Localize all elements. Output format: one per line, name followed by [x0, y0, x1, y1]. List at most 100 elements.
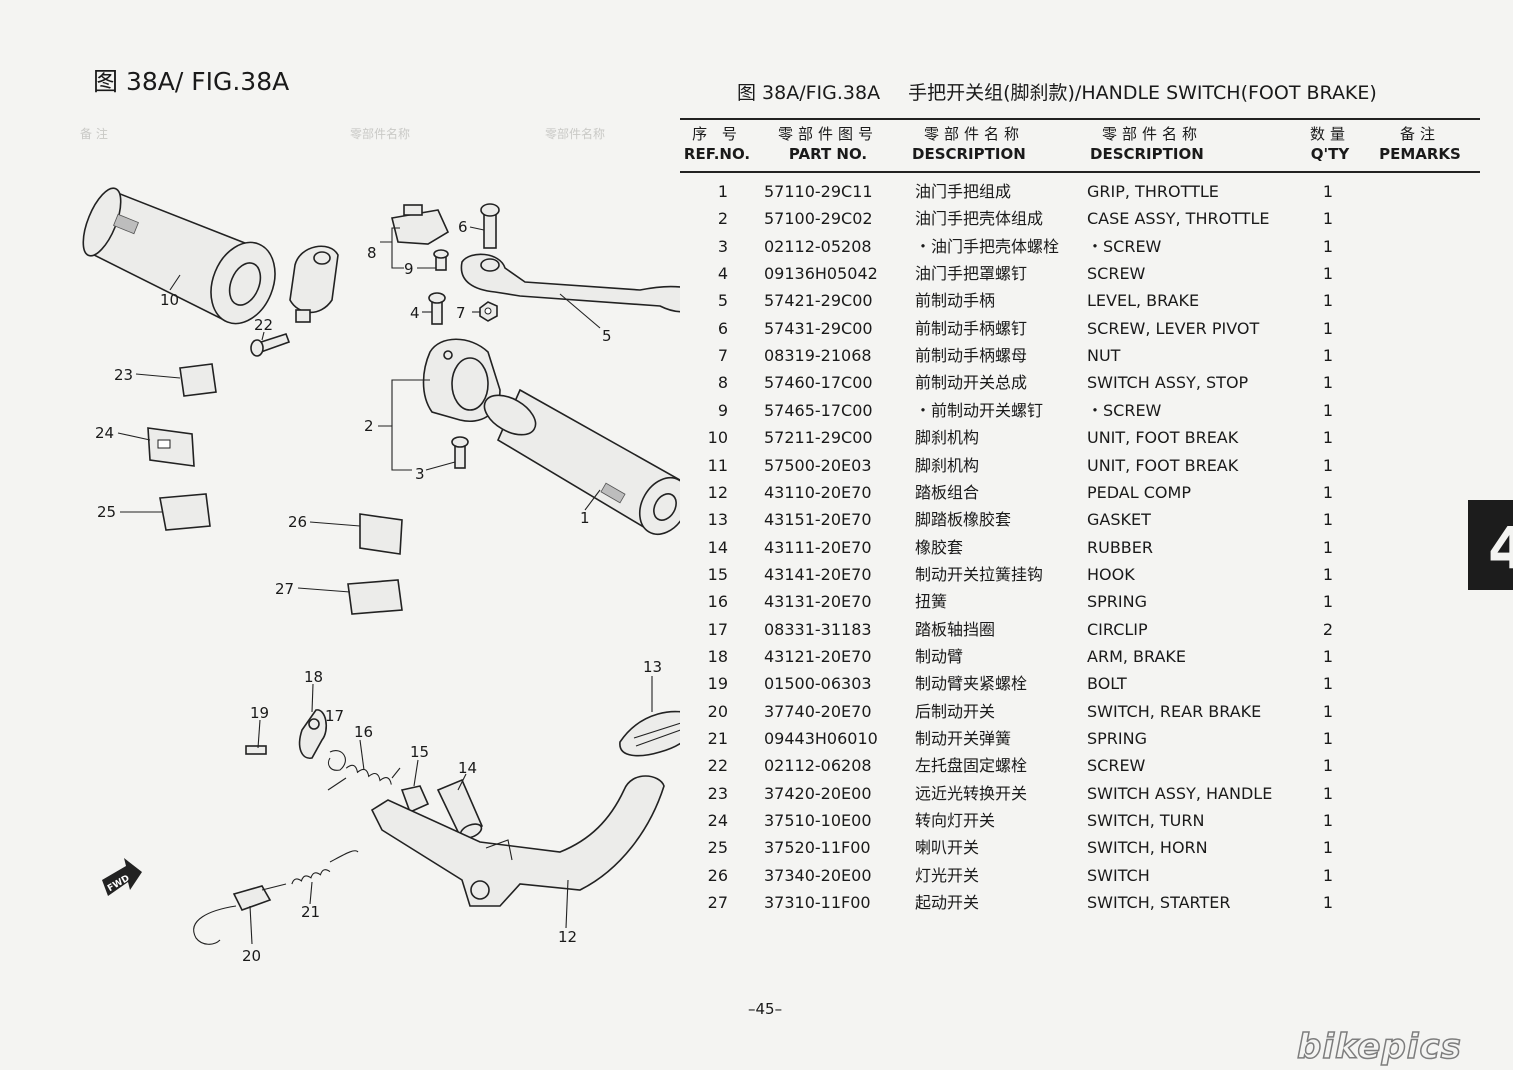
qty-cell: 1	[1322, 537, 1334, 557]
table-header-rule	[680, 171, 1480, 173]
callout-18: 18	[304, 668, 323, 686]
qty-cell: 1	[1322, 701, 1334, 721]
description-zh-cell: ・前制动开关螺钉	[915, 400, 1044, 420]
part-4-screw	[428, 292, 446, 325]
part-3-screw	[451, 436, 469, 469]
callout-23: 23	[114, 366, 133, 384]
header-ref-no: 序 号 REF.NO.	[683, 125, 751, 163]
callout-25: 25	[97, 503, 116, 521]
description-en-cell: SCREW, LEVER PIVOT	[1087, 318, 1260, 338]
callout-19: 19	[250, 704, 269, 722]
callout-15: 15	[410, 743, 429, 761]
part-1-throttle-grip	[483, 388, 680, 536]
callout-21: 21	[301, 903, 320, 921]
description-en-cell: ・SCREW	[1087, 236, 1162, 256]
left-switch-housing	[289, 245, 339, 323]
description-zh-cell: 左托盘固定螺栓	[915, 756, 1028, 776]
description-en-cell: RUBBER	[1087, 537, 1154, 557]
description-en-cell: GASKET	[1087, 510, 1151, 530]
description-en-cell: CIRCLIP	[1087, 619, 1148, 639]
description-zh-cell: 制动开关弹簧	[915, 729, 1012, 748]
page-number: –45–	[748, 1000, 783, 1018]
qty-cell: 1	[1322, 318, 1334, 338]
part-26-switch	[359, 513, 403, 555]
description-zh-cell: 后制动开关	[915, 701, 996, 721]
qty-cell: 1	[1322, 674, 1334, 694]
part-no-cell: 37340-20E00	[764, 865, 872, 885]
part-no-cell: 57110-29C11	[764, 182, 873, 201]
qty-cell: 1	[1322, 482, 1334, 502]
header-part-no: 零部件图号 PART NO.	[777, 125, 878, 163]
part-no-cell: 02112-05208	[764, 236, 872, 256]
description-en-cell: SWITCH, REAR BRAKE	[1087, 701, 1262, 721]
ref-cell: 10	[707, 428, 728, 448]
part-no-cell: 02112-06208	[764, 756, 872, 776]
part-no-cell: 57465-17C00	[764, 400, 873, 420]
description-zh-cell: 扭簧	[915, 592, 948, 612]
callout-8: 8	[367, 244, 377, 262]
qty-cell: 1	[1322, 564, 1334, 584]
exploded-parts-diagram: FWD 1 2 3 4 5 6 7 8 9 10 1	[82, 187, 680, 965]
part-no-cell: 43110-20E70	[764, 482, 872, 502]
ref-cell: 7	[717, 346, 728, 366]
qty-cell: 1	[1322, 182, 1334, 201]
fwd-arrow-icon: FWD	[102, 858, 142, 896]
description-zh-cell: 油门手把罩螺钉	[915, 264, 1028, 284]
callout-26: 26	[288, 513, 307, 531]
ref-cell: 11	[707, 455, 728, 475]
description-zh-cell: 油门手把壳体组成	[915, 209, 1044, 229]
qty-cell: 1	[1322, 428, 1334, 448]
ref-cell: 6	[717, 318, 728, 338]
callout-22: 22	[254, 316, 273, 334]
part-27-switch	[347, 579, 403, 615]
description-en-cell: SCREW	[1087, 756, 1146, 776]
qty-cell: 1	[1322, 592, 1334, 612]
callout-17: 17	[325, 707, 344, 725]
description-zh-cell: 踏板组合	[915, 482, 980, 502]
description-en-cell: SWITCH, STARTER	[1087, 893, 1231, 913]
header-description-zh: 零部件名称 DESCRIPTION	[912, 125, 1026, 163]
table-top-rule	[680, 118, 1480, 120]
ref-cell: 26	[707, 865, 728, 885]
part-no-cell: 08319-21068	[764, 346, 872, 366]
description-en-cell: LEVEL, BRAKE	[1087, 291, 1200, 311]
qty-cell: 1	[1322, 756, 1334, 776]
callout-9: 9	[404, 260, 414, 278]
callout-12: 12	[558, 928, 577, 946]
callout-6: 6	[458, 218, 468, 236]
ref-cell: 22	[707, 756, 728, 776]
ref-cell: 3	[717, 236, 728, 256]
part-6-pivot-screw	[480, 203, 500, 249]
qty-cell: 1	[1322, 455, 1334, 475]
description-zh-cell: 前制动开关总成	[915, 373, 1028, 393]
ref-cell: 16	[707, 592, 728, 612]
ref-cell: 19	[707, 674, 728, 694]
part-no-cell: 37310-11F00	[764, 893, 871, 913]
callout-4: 4	[410, 304, 420, 322]
part-no-cell: 37520-11F00	[764, 838, 871, 858]
description-en-cell: UNIT, FOOT BREAK	[1087, 455, 1239, 475]
part-no-cell: 37740-20E70	[764, 701, 872, 721]
callout-5: 5	[602, 327, 612, 345]
callout-2: 2	[364, 417, 374, 435]
part-19-bolt	[245, 745, 267, 755]
qty-cell: 1	[1322, 783, 1334, 803]
part-15-hook	[400, 785, 430, 814]
part-no-cell: 57100-29C02	[764, 209, 873, 229]
callout-7: 7	[456, 304, 466, 322]
qty-cell: 1	[1322, 236, 1334, 256]
part-17-circlip	[327, 750, 346, 771]
part-no-cell: 43111-20E70	[764, 537, 872, 557]
callout-13: 13	[643, 658, 662, 676]
description-en-cell: SPRING	[1087, 592, 1148, 612]
qty-cell: 1	[1322, 264, 1334, 284]
